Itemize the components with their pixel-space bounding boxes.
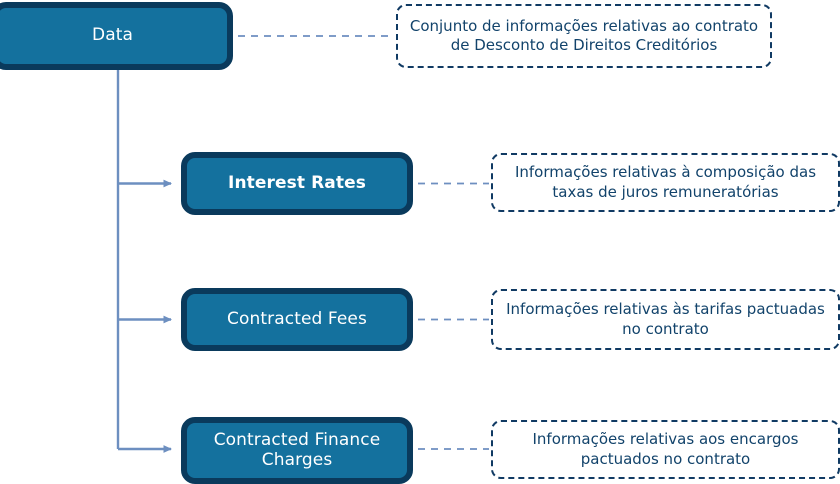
note-interest-rates-text: Informações relativas à composição das t… bbox=[514, 163, 817, 201]
note-contracted-finance-charges-text: Informações relativas aos encargos pactu… bbox=[532, 430, 799, 468]
note-data: Conjunto de informações relativas ao con… bbox=[396, 4, 772, 68]
note-contracted-finance-charges: Informações relativas aos encargos pactu… bbox=[491, 420, 840, 479]
note-interest-rates: Informações relativas à composição das t… bbox=[491, 153, 840, 212]
node-contracted-finance-charges-label: Contracted Finance Charges bbox=[213, 429, 381, 470]
note-data-text: Conjunto de informações relativas ao con… bbox=[409, 16, 759, 54]
node-interest-rates-label: Interest Rates bbox=[228, 172, 366, 193]
node-data[interactable]: Data bbox=[0, 2, 233, 70]
note-contracted-fees: Informações relativas às tarifas pactuad… bbox=[491, 289, 840, 350]
node-contracted-fees-label: Contracted Fees bbox=[227, 308, 367, 329]
node-interest-rates[interactable]: Interest Rates bbox=[181, 152, 413, 215]
note-contracted-fees-text: Informações relativas às tarifas pactuad… bbox=[506, 300, 825, 338]
node-contracted-fees[interactable]: Contracted Fees bbox=[181, 288, 413, 351]
node-contracted-finance-charges[interactable]: Contracted Finance Charges bbox=[181, 417, 413, 484]
node-data-label: Data bbox=[92, 25, 133, 46]
